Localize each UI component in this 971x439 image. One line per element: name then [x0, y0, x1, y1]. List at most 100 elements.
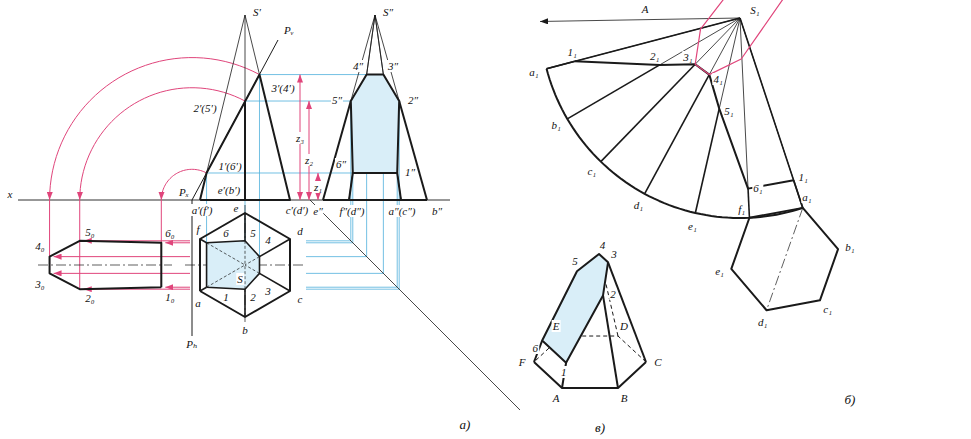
profile-edge	[323, 101, 351, 200]
plan-section	[207, 241, 260, 289]
removed-edge	[375, 15, 383, 75]
point-label: e′(b′)	[217, 184, 242, 196]
constant-line	[310, 200, 520, 410]
point-label: b₁	[844, 241, 855, 253]
center-line	[38, 265, 172, 266]
transfer-arrow	[165, 242, 190, 243]
plan-edge	[200, 239, 207, 243]
point-label: 4″	[352, 60, 364, 72]
radius-dimension	[540, 18, 740, 21]
profile-section	[351, 75, 399, 173]
projection-line	[306, 101, 351, 241]
removed-edge	[207, 15, 245, 173]
point-label: a₁	[528, 66, 539, 78]
point-label: 6₁	[752, 182, 763, 194]
point-label: A	[641, 3, 650, 15]
point-label: 5	[249, 227, 257, 239]
point-label: S″	[382, 6, 394, 18]
transfer-arrow	[54, 256, 190, 257]
point-label: a″(c″)	[388, 205, 417, 217]
profile-base	[323, 199, 427, 201]
point-label: b	[241, 324, 249, 336]
panel-letter: б)	[844, 394, 857, 406]
rotation-arc	[50, 58, 260, 200]
plan-edge	[200, 287, 207, 291]
point-label: 1	[222, 291, 230, 303]
point-label: 5	[571, 255, 579, 267]
axonometric-edge	[608, 262, 646, 362]
point-label: z₂	[304, 154, 314, 166]
removed-edge	[245, 15, 259, 75]
point-label: 3	[610, 248, 618, 260]
plan-edge	[244, 289, 246, 317]
point-label: 3₁	[682, 51, 693, 63]
point-label: d	[296, 225, 304, 237]
point-label: 5₁	[723, 105, 734, 117]
plan-edge	[244, 213, 246, 241]
point-label: 6	[222, 227, 230, 239]
point-label: 1₁	[567, 46, 578, 58]
point-label: Pᵥ	[283, 24, 295, 36]
point-label: e₁	[714, 265, 725, 277]
point-label: 2₀	[84, 292, 95, 304]
development-edge	[567, 65, 659, 119]
removed-edge	[245, 265, 246, 289]
removed-edge	[709, 18, 740, 75]
point-label: 4₀	[34, 240, 45, 252]
point-label: a′(f′)	[191, 204, 214, 216]
development-edge	[748, 189, 749, 218]
point-label: b₁	[550, 119, 561, 131]
removed-edge	[245, 265, 259, 273]
point-label: a	[194, 297, 202, 309]
point-label: c₁	[822, 303, 833, 315]
point-label: 5″	[331, 94, 343, 106]
development-edge	[601, 64, 695, 161]
point-label: F	[518, 356, 527, 368]
removed-edge	[245, 15, 246, 101]
point-label: 6	[532, 342, 540, 354]
transfer-arrow	[165, 287, 190, 288]
base-hexagon	[731, 208, 838, 310]
point-label: 1₀	[164, 291, 175, 303]
point-label: z₁	[313, 181, 323, 193]
point-label: c₁	[586, 165, 597, 177]
axonometric-section	[542, 254, 608, 363]
point-label: z₃	[295, 132, 305, 144]
point-label: d₁	[633, 199, 644, 211]
point-label: b″	[431, 205, 443, 217]
point-label: f₁	[737, 203, 746, 215]
panel-letter: в)	[594, 422, 606, 434]
removed-edge	[695, 18, 740, 64]
plan-hexagon	[200, 213, 290, 317]
point-label: 1₁	[797, 171, 808, 183]
point-label: 1′(6′)	[217, 160, 242, 172]
projection-line	[245, 101, 246, 241]
point-label: Pₓ	[178, 186, 190, 198]
point-label: 2₁	[649, 50, 660, 62]
true-shape	[50, 241, 162, 289]
point-label: D	[619, 320, 629, 332]
removed-edge	[207, 265, 245, 287]
removed-edge	[660, 18, 740, 65]
projection-line	[259, 75, 260, 257]
point-label: S₁	[749, 4, 760, 16]
development-edge	[547, 18, 740, 69]
rotation-arc	[80, 88, 245, 200]
rotation-arc	[161, 169, 206, 200]
removed-edge	[245, 257, 259, 265]
removed-edge	[740, 18, 748, 189]
point-label: 3″	[387, 60, 399, 72]
point-label: 2	[609, 288, 617, 300]
point-label: f″(d″)	[338, 205, 365, 217]
point-label: x	[7, 188, 14, 200]
point-label: e	[233, 202, 240, 214]
panel-letter: а)	[459, 419, 472, 431]
point-label: 3	[264, 285, 272, 297]
transfer-line	[79, 200, 80, 289]
point-label: 6₀	[164, 227, 175, 239]
point-label: Pₕ	[185, 338, 198, 350]
point-label: c	[297, 293, 304, 305]
